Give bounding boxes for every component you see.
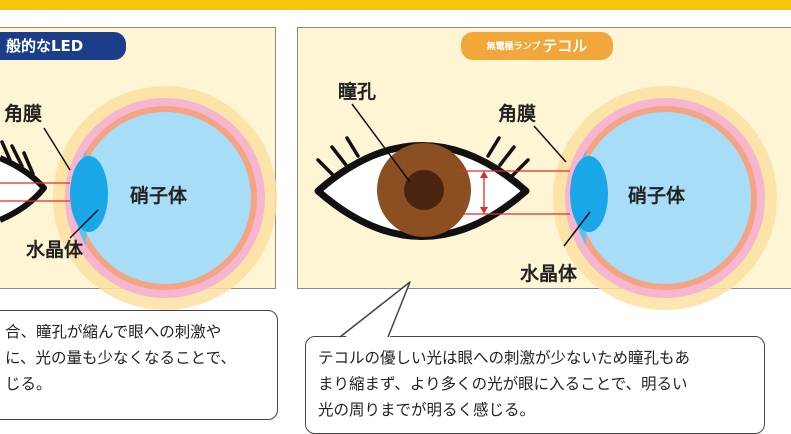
right-eyeball — [553, 86, 777, 310]
left-label-lens: 水晶体 — [26, 238, 84, 261]
badge-tecol-small: 無電極ランプ — [486, 42, 541, 52]
caption-line: テコルの優しい光は眼への刺激が少ないため瞳孔もあ — [318, 349, 691, 367]
right-label-cornea: 角膜 — [498, 102, 536, 125]
caption-line: に、光の量も少なくなることで、 — [5, 349, 236, 367]
left-cornea-pointer — [43, 127, 71, 171]
pupil-pointer — [351, 103, 411, 183]
header-band — [0, 0, 791, 10]
caption-tecol: テコルの優しい光は眼への刺激が少ないため瞳孔もあ まり縮まず、より多くの光が眼に… — [305, 336, 765, 434]
badge-tecol-big: テコル — [542, 37, 588, 55]
pupil — [404, 170, 444, 210]
right-light-rays — [458, 170, 570, 215]
right-cornea-pointer — [533, 125, 567, 163]
eyelashes-left — [316, 136, 360, 178]
badge-tecol: 無電極ランプテコル — [461, 32, 613, 60]
front-eye — [314, 142, 530, 240]
right-label-pupil: 瞳孔 — [338, 80, 376, 103]
caption-standard-led: 合、瞳孔が縮んで眼への刺激や に、光の量も少なくなることで、 じる。 — [0, 310, 278, 420]
caption-line: 光の周りまでが明るく感じる。 — [318, 401, 536, 419]
caption-line: 合、瞳孔が縮んで眼への刺激や — [5, 323, 222, 341]
right-lens-pointer — [563, 211, 591, 247]
caption-line: じる。 — [5, 375, 52, 393]
eyelashes-right — [486, 136, 530, 178]
right-lens — [570, 156, 608, 232]
left-label-cornea: 角膜 — [4, 102, 42, 125]
left-label-vitreous: 硝子体 — [130, 184, 188, 207]
left-partial-eye — [0, 140, 47, 223]
caption-line: まり縮まず、より多くの光が眼に入ることで、明るい — [318, 375, 688, 393]
left-lens-pointer — [69, 209, 99, 239]
left-light-rays — [0, 182, 70, 202]
right-label-lens: 水晶体 — [520, 262, 578, 285]
left-lens — [70, 156, 108, 232]
badge-standard-led: 般的なLED — [0, 32, 126, 60]
right-label-vitreous: 硝子体 — [628, 184, 686, 207]
left-eyeball — [53, 86, 277, 310]
